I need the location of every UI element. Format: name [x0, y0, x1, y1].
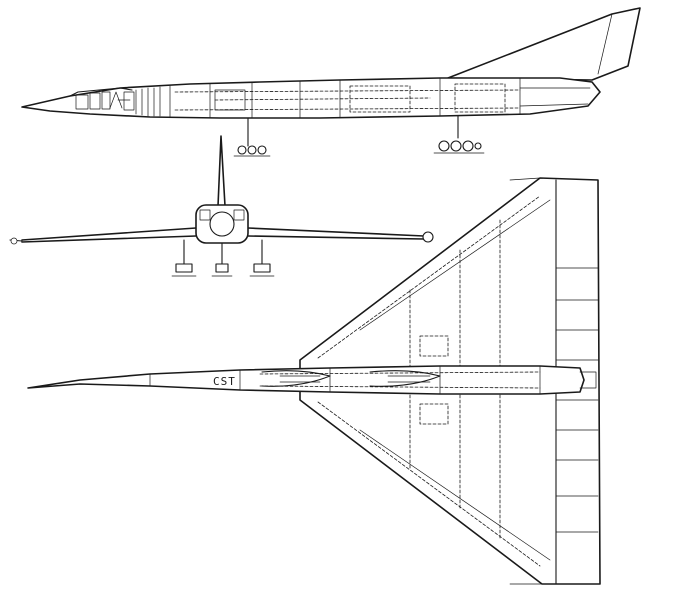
- top-engines: [261, 370, 441, 387]
- front-wing-left: [21, 227, 197, 243]
- front-landing-gear: [171, 239, 275, 277]
- side-view: [21, 7, 641, 157]
- side-cockpit-detail: [75, 86, 161, 117]
- side-fuselage: [21, 77, 601, 119]
- front-view: [9, 135, 434, 277]
- front-wingtip-pod-right: [422, 231, 434, 243]
- front-wing-right: [247, 227, 425, 240]
- front-pitot-left: [9, 237, 23, 245]
- top-fuselage: [27, 365, 585, 395]
- front-vertical-fin: [217, 135, 226, 207]
- front-intake: [209, 211, 235, 237]
- side-main-gear: [433, 115, 485, 154]
- side-nose-gear: [233, 117, 271, 157]
- fuselage-marking: CST: [213, 375, 236, 388]
- top-view: CST: [27, 177, 601, 585]
